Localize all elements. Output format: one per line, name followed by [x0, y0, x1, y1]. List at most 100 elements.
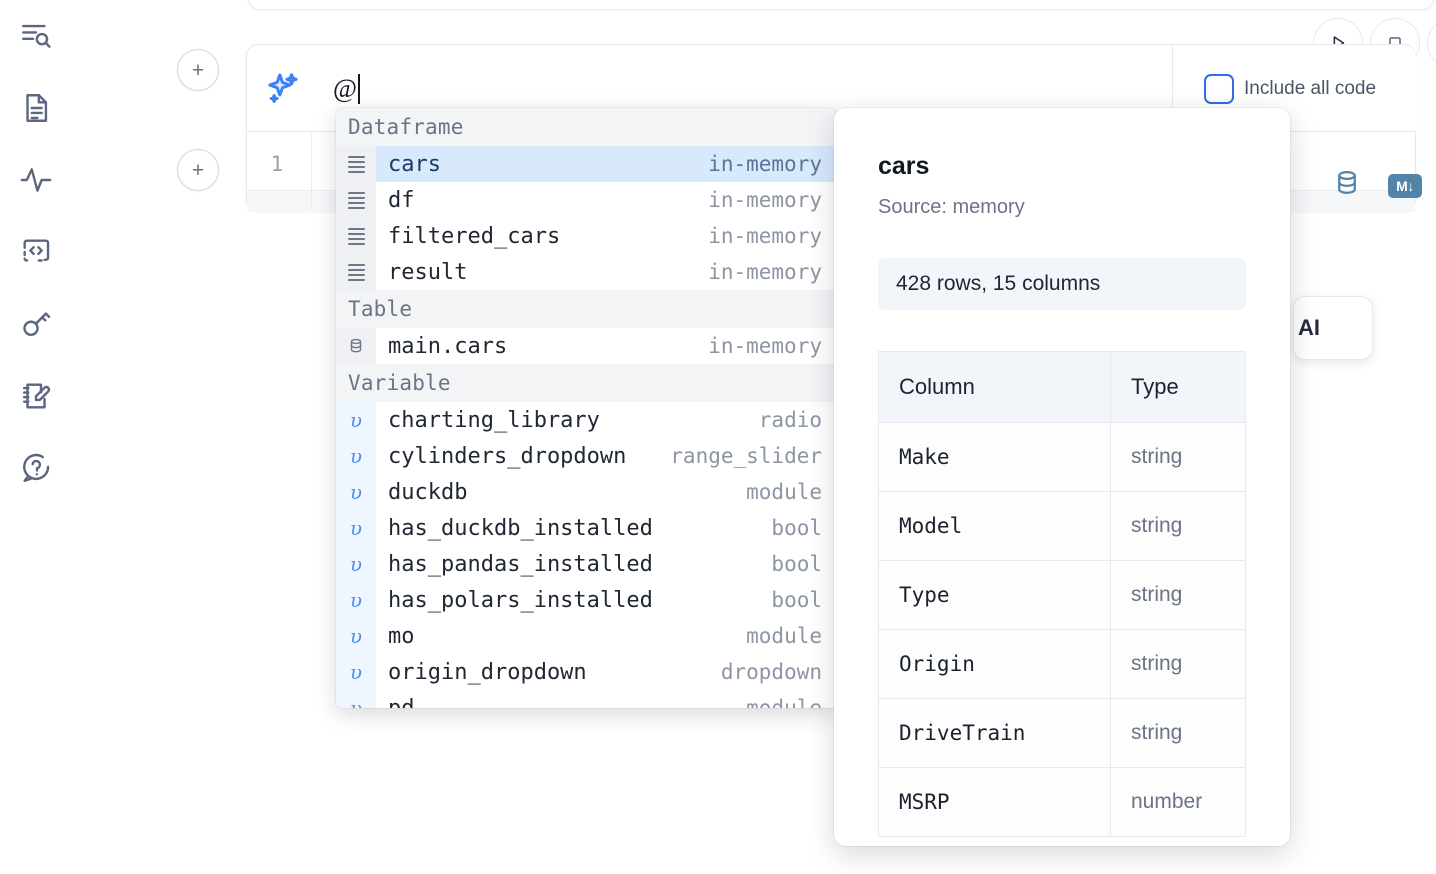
dataframe-icon: [336, 182, 376, 218]
autocomplete-item-meta: dropdown: [720, 660, 822, 684]
autocomplete-item-meta: module: [746, 696, 822, 708]
schema-column-name: DriveTrain: [878, 698, 1111, 768]
dataframe-icon: [336, 254, 376, 290]
code-snippet-icon[interactable]: [14, 230, 58, 274]
autocomplete-item-meta: bool: [771, 552, 822, 576]
autocomplete-item[interactable]: main.cars in-memory: [336, 328, 836, 364]
key-secrets-icon[interactable]: [14, 302, 58, 346]
autocomplete-item[interactable]: cars in-memory: [336, 146, 836, 182]
schema-column-name: Model: [878, 491, 1111, 561]
variable-icon: υ: [336, 582, 376, 618]
autocomplete-item-meta: in-memory: [708, 334, 822, 358]
explore-outline-icon[interactable]: [14, 14, 58, 58]
sparkles-icon: [264, 70, 302, 108]
autocomplete-item-label: has_pandas_installed: [388, 551, 653, 577]
line-number: 1: [270, 152, 284, 176]
dataframe-info-panel: cars Source: memory 428 rows, 15 columns…: [834, 108, 1290, 846]
column-header-type: Type: [1110, 351, 1246, 423]
autocomplete-item[interactable]: filtered_cars in-memory: [336, 218, 836, 254]
autocomplete-item-meta: radio: [758, 408, 822, 432]
variable-icon: υ: [336, 690, 376, 708]
ai-prompt-value: @: [333, 74, 357, 103]
autocomplete-item-label: main.cars: [388, 333, 508, 359]
schema-column-type: number: [1110, 767, 1246, 837]
autocomplete-item-label: has_duckdb_installed: [388, 515, 653, 541]
cell-gutter-divider: [311, 133, 312, 211]
scratchpad-edit-icon[interactable]: [14, 374, 58, 418]
autocomplete-group-header: Variable: [336, 364, 836, 402]
schema-column-type: string: [1110, 560, 1246, 630]
schema-column-type: string: [1110, 698, 1246, 768]
variable-icon: υ: [336, 438, 376, 474]
table-database-icon: [336, 328, 376, 364]
autocomplete-item-label: duckdb: [388, 479, 468, 505]
schema-column-type: string: [1110, 491, 1246, 561]
variable-icon: υ: [336, 474, 376, 510]
variable-icon: υ: [336, 402, 376, 438]
autocomplete-item-label: cylinders_dropdown: [388, 443, 627, 469]
autocomplete-item-meta: module: [746, 480, 822, 504]
autocomplete-item-label: has_polars_installed: [388, 587, 653, 613]
autocomplete-item-label: df: [388, 187, 415, 213]
ai-prompt-input[interactable]: @: [333, 72, 360, 106]
info-panel-shape: 428 rows, 15 columns: [878, 258, 1246, 310]
autocomplete-item-label: mo: [388, 623, 415, 649]
autocomplete-item[interactable]: υ has_polars_installed bool: [336, 582, 836, 618]
markdown-icon[interactable]: M↓: [1388, 173, 1422, 198]
autocomplete-item-label: cars: [388, 151, 441, 177]
text-cursor: [357, 74, 360, 104]
database-icon[interactable]: [1332, 168, 1362, 203]
include-all-code-checkbox[interactable]: [1204, 74, 1234, 104]
table-header-row: Column Type: [878, 351, 1246, 423]
autocomplete-item[interactable]: υ charting_library radio: [336, 402, 836, 438]
add-cell-above-button[interactable]: +: [177, 49, 219, 91]
autocomplete-item-meta: in-memory: [708, 224, 822, 248]
autocomplete-item-meta: module: [746, 624, 822, 648]
add-cell-below-button[interactable]: +: [177, 149, 219, 191]
schema-column-name: Origin: [878, 629, 1111, 699]
more-actions-button[interactable]: [1427, 18, 1436, 68]
autocomplete-item-label: origin_dropdown: [388, 659, 587, 685]
autocomplete-item-meta: in-memory: [708, 152, 822, 176]
dataframe-icon: [336, 146, 376, 182]
info-panel-title: cars: [878, 152, 930, 180]
activity-pulse-icon[interactable]: [14, 158, 58, 202]
autocomplete-item-meta: bool: [771, 588, 822, 612]
ai-tooltip-label: AI: [1298, 315, 1320, 340]
autocomplete-item-label: pd: [388, 695, 415, 709]
autocomplete-item-meta: bool: [771, 516, 822, 540]
include-all-code-row[interactable]: Include all code: [1204, 74, 1376, 104]
autocomplete-item[interactable]: υ has_duckdb_installed bool: [336, 510, 836, 546]
autocomplete-item-meta: in-memory: [708, 260, 822, 284]
cell-language-icons: M↓: [1332, 168, 1422, 203]
autocomplete-item[interactable]: df in-memory: [336, 182, 836, 218]
ai-tooltip-chip[interactable]: AI: [1293, 296, 1373, 360]
schema-column-type: string: [1110, 422, 1246, 492]
schema-column-name: Make: [878, 422, 1111, 492]
autocomplete-item-label: charting_library: [388, 407, 600, 433]
include-all-code-label: Include all code: [1244, 78, 1377, 99]
variable-icon: υ: [336, 510, 376, 546]
file-document-icon[interactable]: [14, 86, 58, 130]
autocomplete-item-label: filtered_cars: [388, 223, 561, 249]
schema-column-name: MSRP: [878, 767, 1111, 837]
schema-column-type: string: [1110, 629, 1246, 699]
help-chat-icon[interactable]: [14, 446, 58, 490]
info-panel-source: Source: memory: [878, 196, 1025, 218]
autocomplete-group-header: Dataframe: [336, 108, 836, 146]
autocomplete-item-meta: in-memory: [708, 188, 822, 212]
